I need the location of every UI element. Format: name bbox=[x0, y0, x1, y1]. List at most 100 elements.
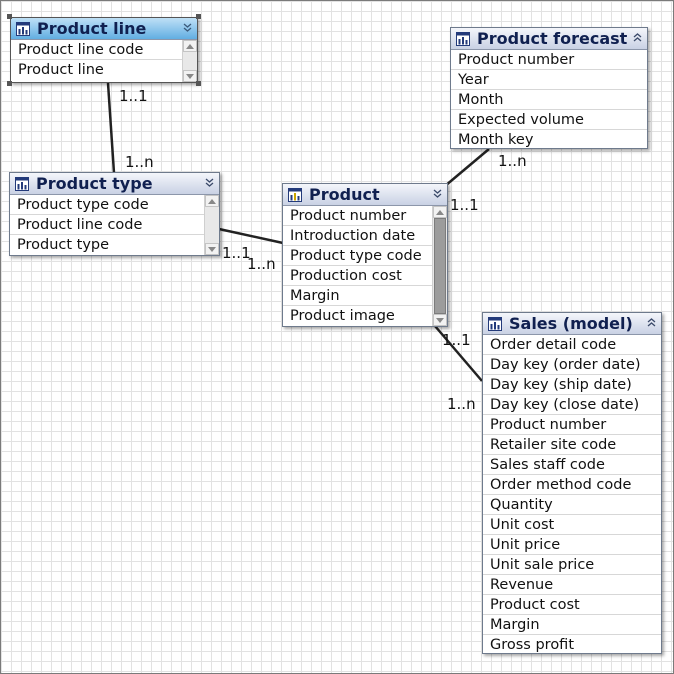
attribute-row[interactable]: Revenue bbox=[483, 575, 661, 595]
relationship-line-product-to-sales[interactable] bbox=[434, 325, 483, 382]
expand-button[interactable] bbox=[645, 316, 658, 329]
attribute-row[interactable]: Gross profit bbox=[490, 637, 575, 653]
attribute-row[interactable]: Unit price bbox=[483, 535, 661, 555]
entity-title: Product forecast bbox=[477, 29, 628, 48]
attribute-row[interactable]: Unit sale price bbox=[483, 555, 661, 575]
attribute-row[interactable]: Production cost bbox=[283, 266, 432, 286]
attribute-row[interactable]: Product number bbox=[451, 50, 647, 70]
entity-header[interactable]: Product bbox=[283, 184, 447, 206]
attribute-row[interactable]: Year bbox=[451, 70, 647, 90]
entity-sales-model[interactable]: Sales (model) Order detail code Day key … bbox=[482, 312, 662, 654]
attribute-row[interactable]: Month key bbox=[458, 132, 534, 148]
cardinality-label-product-to-sales: 1..1 bbox=[442, 331, 471, 349]
attribute-row[interactable]: Day key (close date) bbox=[483, 395, 661, 415]
vertical-scrollbar[interactable] bbox=[182, 40, 197, 82]
attribute-row[interactable]: Retailer site code bbox=[483, 435, 661, 455]
attribute-row[interactable]: Sales staff code bbox=[483, 455, 661, 475]
attribute-row[interactable]: Product image bbox=[290, 308, 395, 324]
entity-title: Sales (model) bbox=[509, 314, 633, 333]
scroll-thumb[interactable] bbox=[434, 218, 446, 314]
query-subject-icon bbox=[488, 316, 502, 331]
resize-handle-top-right[interactable] bbox=[196, 14, 201, 19]
arrow-up-icon bbox=[186, 43, 194, 49]
attribute-row[interactable]: Product type code bbox=[283, 246, 432, 266]
chevron-down-icon bbox=[433, 189, 442, 198]
attribute-row[interactable]: Product line code bbox=[11, 40, 182, 60]
attribute-list: Order detail code Day key (order date) D… bbox=[483, 335, 661, 654]
scroll-track[interactable] bbox=[433, 218, 447, 314]
attribute-row[interactable]: Product line code bbox=[10, 215, 204, 235]
attribute-row[interactable]: Product number bbox=[283, 206, 432, 226]
attribute-row[interactable]: Product type code bbox=[10, 195, 204, 215]
attribute-row[interactable]: Quantity bbox=[483, 495, 661, 515]
attribute-row[interactable]: Day key (order date) bbox=[483, 355, 661, 375]
chevron-down-icon bbox=[183, 23, 192, 32]
entity-product-type[interactable]: Product type Product type code Product l… bbox=[9, 172, 220, 256]
attribute-row[interactable]: Order method code bbox=[483, 475, 661, 495]
relationship-line-product-to-product-forecast[interactable] bbox=[444, 148, 490, 187]
scroll-up-button[interactable] bbox=[205, 195, 219, 207]
resize-handle-bottom-left[interactable] bbox=[7, 81, 12, 86]
attribute-row[interactable]: Unit cost bbox=[483, 515, 661, 535]
cardinality-label-product-type-side: 1..n bbox=[125, 153, 154, 171]
entity-product-line[interactable]: Product line Product line code Product l… bbox=[7, 14, 201, 86]
collapse-button[interactable] bbox=[203, 176, 216, 189]
chevron-up-icon bbox=[647, 318, 656, 327]
attribute-list: Product number Introduction date Product… bbox=[283, 206, 432, 326]
scroll-track[interactable] bbox=[205, 207, 219, 243]
attribute-list: Product number Year Month Expected volum… bbox=[451, 50, 647, 149]
scroll-track[interactable] bbox=[183, 52, 197, 70]
cardinality-label-sales-side: 1..n bbox=[447, 395, 476, 413]
attribute-row[interactable]: Margin bbox=[483, 615, 661, 635]
query-subject-icon bbox=[15, 176, 29, 191]
attribute-row[interactable]: Expected volume bbox=[451, 110, 647, 130]
arrow-down-icon bbox=[186, 73, 194, 79]
attribute-row[interactable]: Month bbox=[451, 90, 647, 110]
entity-title: Product type bbox=[36, 174, 153, 193]
arrow-down-icon bbox=[436, 317, 444, 323]
scroll-down-button[interactable] bbox=[183, 70, 197, 82]
entity-product[interactable]: Product Product number Introduction date… bbox=[282, 183, 448, 327]
cardinality-label-forecast-side: 1..n bbox=[498, 152, 527, 170]
scroll-down-button[interactable] bbox=[205, 243, 219, 255]
expand-button[interactable] bbox=[631, 31, 644, 44]
entity-header[interactable]: Product forecast bbox=[451, 28, 647, 50]
query-subject-icon bbox=[288, 187, 302, 202]
relationship-line-product-type-to-product[interactable] bbox=[218, 227, 284, 245]
entity-title: Product line bbox=[37, 19, 147, 38]
entity-header[interactable]: Product line bbox=[11, 18, 197, 40]
vertical-scrollbar[interactable] bbox=[432, 206, 447, 326]
attribute-row[interactable]: Introduction date bbox=[283, 226, 432, 246]
cardinality-label-product-line-side: 1..1 bbox=[119, 87, 148, 105]
arrow-down-icon bbox=[208, 246, 216, 252]
attribute-list: Product line code Product line bbox=[11, 40, 182, 82]
chevron-up-icon bbox=[633, 33, 642, 42]
scroll-up-button[interactable] bbox=[433, 206, 447, 218]
collapse-button[interactable] bbox=[431, 187, 444, 200]
chevron-down-icon bbox=[205, 178, 214, 187]
attribute-row[interactable]: Day key (ship date) bbox=[483, 375, 661, 395]
vertical-scrollbar[interactable] bbox=[204, 195, 219, 255]
attribute-row[interactable]: Margin bbox=[283, 286, 432, 306]
cardinality-label-product-type-to-product: 1..1 bbox=[222, 244, 251, 262]
arrow-up-icon bbox=[436, 209, 444, 215]
resize-handle-top-left[interactable] bbox=[7, 14, 12, 19]
collapse-button[interactable] bbox=[181, 21, 194, 34]
attribute-row[interactable]: Product number bbox=[483, 415, 661, 435]
entity-title: Product bbox=[309, 185, 380, 204]
resize-handle-bottom-right[interactable] bbox=[196, 81, 201, 86]
scroll-down-button[interactable] bbox=[433, 314, 447, 326]
entity-header[interactable]: Sales (model) bbox=[483, 313, 661, 335]
attribute-row[interactable]: Product type bbox=[17, 237, 110, 253]
query-subject-icon bbox=[456, 31, 470, 46]
attribute-row[interactable]: Product line bbox=[18, 62, 104, 78]
attribute-row[interactable]: Order detail code bbox=[483, 335, 661, 355]
entity-header[interactable]: Product type bbox=[10, 173, 219, 195]
query-subject-icon bbox=[16, 21, 30, 36]
attribute-row[interactable]: Product cost bbox=[483, 595, 661, 615]
relationship-line-product-line-to-product-type[interactable] bbox=[106, 82, 116, 174]
entity-product-forecast[interactable]: Product forecast Product number Year Mon… bbox=[450, 27, 648, 149]
scroll-up-button[interactable] bbox=[183, 40, 197, 52]
